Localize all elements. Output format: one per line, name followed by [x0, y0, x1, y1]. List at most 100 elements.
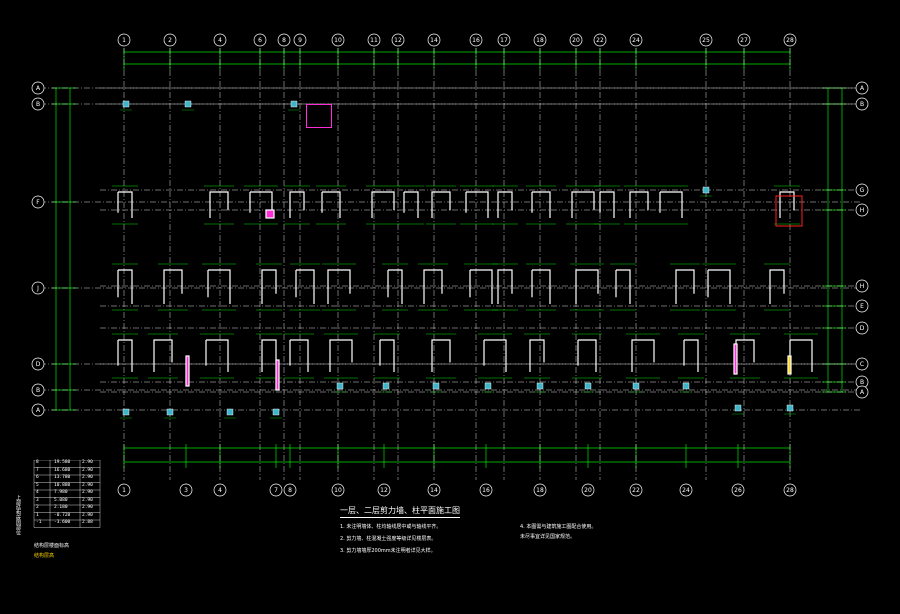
level-table-cell: 2.90: [82, 467, 93, 473]
svg-text:D: D: [860, 325, 865, 332]
axis-bubble-bottom: 26: [731, 483, 745, 497]
axis-bubble-right: A: [855, 385, 869, 399]
axis-bubble-right: H: [855, 279, 869, 293]
svg-text:9: 9: [298, 37, 302, 44]
embed-level-label: 上部结构嵌固部位: [15, 495, 21, 535]
svg-text:10: 10: [334, 487, 342, 494]
axis-bubble-left: D: [31, 357, 45, 371]
axis-bubble-bottom: 22: [629, 483, 643, 497]
axis-bubble-right: A: [855, 81, 869, 95]
level-table-cell: 2.88: [82, 520, 93, 525]
axis-bubble-left: B: [31, 383, 45, 397]
svg-text:24: 24: [632, 37, 640, 44]
axis-bubble-right: E: [855, 299, 869, 313]
axis-bubble-top: 27: [737, 33, 751, 47]
level-table-cell: 2.90: [82, 512, 93, 518]
axis-bubble-top: 2: [163, 33, 177, 47]
axis-bubble-top: 14: [427, 33, 441, 47]
axis-bubble-bottom: 1: [117, 483, 131, 497]
axis-bubble-right: C: [855, 357, 869, 371]
axis-bubble-right: G: [855, 183, 869, 197]
svg-text:24: 24: [682, 487, 690, 494]
axis-bubble-top: 10: [331, 33, 345, 47]
axis-bubble-top: 12: [391, 33, 405, 47]
svg-text:22: 22: [596, 37, 604, 44]
level-table-subtitle: 结构层高: [34, 553, 55, 559]
svg-text:27: 27: [740, 37, 748, 44]
level-table-title: 结构层楼面标高: [34, 543, 70, 549]
note-3: 3. 剪力墙墙厚200mm未注明者详见大样。: [340, 548, 436, 554]
svg-text:B: B: [860, 379, 864, 386]
svg-text:1: 1: [122, 487, 126, 494]
level-table-cell: 19.580: [54, 460, 71, 465]
svg-text:A: A: [860, 389, 865, 396]
axis-bubble-bottom: 24: [679, 483, 693, 497]
svg-text:22: 22: [632, 487, 640, 494]
level-table-cell: 2.180: [54, 505, 68, 510]
level-table-cell: 1: [36, 512, 39, 518]
svg-text:E: E: [860, 303, 864, 310]
level-table-cell: 2.90: [82, 490, 93, 495]
axis-bubble-bottom: 8: [283, 483, 297, 497]
axis-bubble-right: D: [855, 321, 869, 335]
svg-text:12: 12: [380, 487, 388, 494]
axis-bubble-top: 22: [593, 33, 607, 47]
axis-bubble-right: H: [855, 203, 869, 217]
level-table-cell: 2.90: [82, 505, 93, 510]
axis-bubble-top: 16: [469, 33, 483, 47]
svg-text:20: 20: [572, 37, 580, 44]
svg-text:B: B: [36, 387, 40, 394]
svg-text:A: A: [36, 85, 41, 92]
note-4: 4. 本图需与建筑施工图配合使用。: [520, 524, 597, 530]
svg-text:25: 25: [702, 37, 710, 44]
axis-bubble-right: B: [855, 97, 869, 111]
level-table: [33, 460, 101, 528]
axis-bubble-left: B: [31, 97, 45, 111]
svg-text:7: 7: [274, 487, 278, 494]
axis-bubble-top: 1: [117, 33, 131, 47]
axis-bubble-top: 24: [629, 33, 643, 47]
svg-text:B: B: [860, 101, 864, 108]
svg-text:14: 14: [430, 487, 438, 494]
axis-bubble-top: 8: [277, 33, 291, 47]
svg-text:H: H: [860, 283, 865, 290]
axis-bubble-top: 28: [783, 33, 797, 47]
svg-text:8: 8: [288, 487, 292, 494]
svg-text:J: J: [36, 285, 39, 292]
axis-bubble-bottom: 3: [179, 483, 193, 497]
svg-text:28: 28: [786, 37, 794, 44]
level-table-cell: -0.720: [54, 512, 71, 518]
axis-bubble-top: 20: [569, 33, 583, 47]
drawing-title: 一层、二层剪力墙、柱平面施工图: [340, 506, 460, 515]
svg-text:16: 16: [482, 487, 490, 494]
level-table-cell: 5.080: [54, 497, 68, 503]
svg-text:1: 1: [122, 37, 126, 44]
level-table-cell: 2.90: [82, 482, 93, 488]
svg-text:12: 12: [394, 37, 402, 44]
level-table-cell: 2.90: [82, 460, 93, 465]
shear-walls: [112, 185, 818, 391]
level-table-cell: 8: [36, 460, 39, 465]
axis-bubble-left: J: [31, 281, 45, 295]
level-table-cell: -3.600: [54, 520, 71, 525]
annotation-tag: [306, 104, 332, 128]
svg-text:20: 20: [584, 487, 592, 494]
axis-bubble-top: 6: [253, 33, 267, 47]
dimension-lines: [52, 48, 846, 468]
level-table-cell: 2.90: [82, 475, 93, 480]
axis-bubble-bottom: 28: [783, 483, 797, 497]
axis-bubble-left: A: [31, 403, 45, 417]
axis-bubble-bottom: 20: [581, 483, 595, 497]
axis-bubble-bottom: 16: [479, 483, 493, 497]
svg-text:F: F: [36, 199, 40, 206]
axis-bubble-bottom: 10: [331, 483, 345, 497]
svg-text:A: A: [36, 407, 41, 414]
svg-text:8: 8: [282, 37, 286, 44]
svg-text:4: 4: [218, 487, 222, 494]
level-table-cell: 6: [36, 475, 39, 480]
axis-bubble-bottom: 4: [213, 483, 227, 497]
svg-text:11: 11: [370, 37, 378, 44]
note-2: 2. 剪力墙、柱混凝土强度等级详见楼层表。: [340, 536, 437, 542]
level-table-cell: 4: [36, 490, 39, 495]
svg-text:10: 10: [334, 37, 342, 44]
